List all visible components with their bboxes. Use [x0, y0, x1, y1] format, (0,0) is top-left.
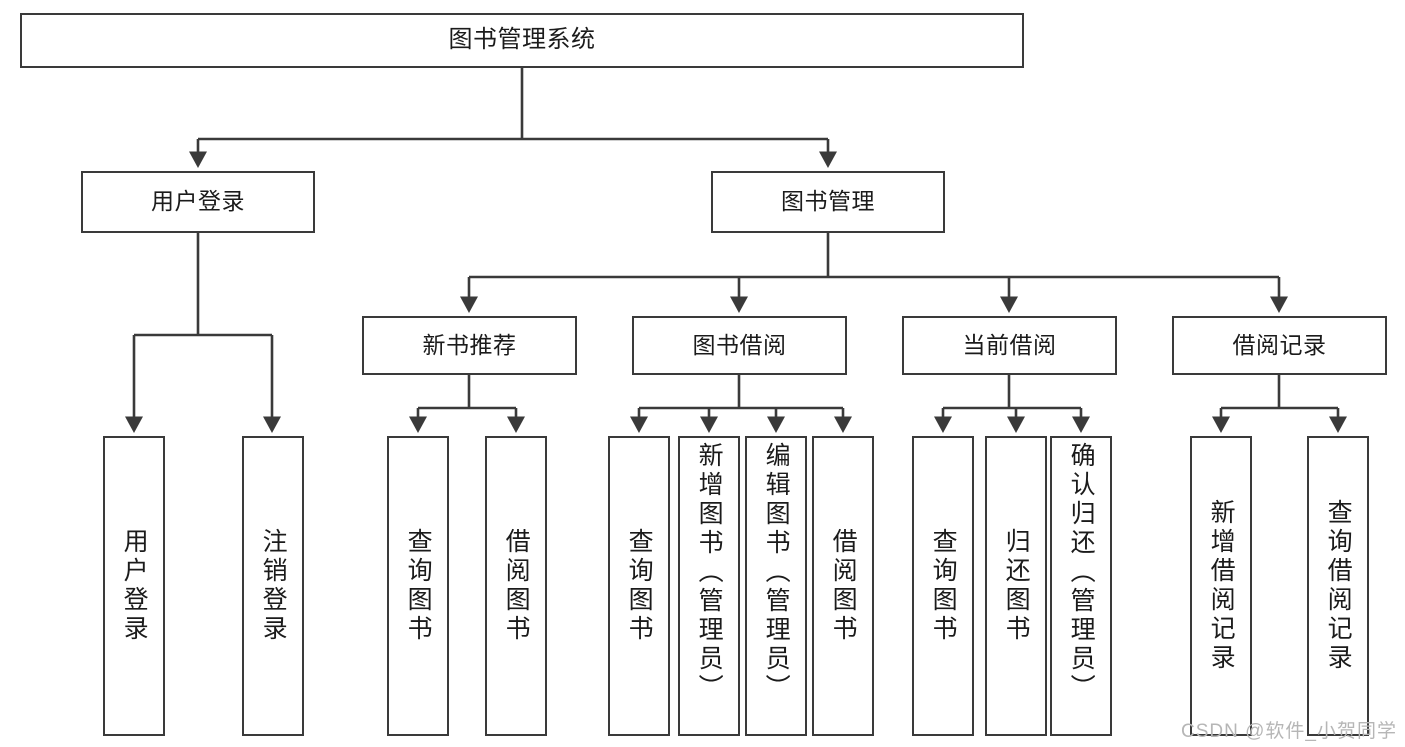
leaf-text-wrap: 用户登录	[105, 438, 163, 734]
leaf-text-wrap: 查询图书	[610, 438, 668, 734]
leaf-text-wrap: 查询借阅记录	[1309, 438, 1367, 734]
leaf-text-wrap: 新增图书（管理员）	[680, 438, 738, 734]
node-new-book-recommend-label: 新书推荐	[422, 331, 517, 358]
node-leaf-edit-book-admin-label: 编辑图书（管理员）	[762, 442, 791, 703]
leaf-text-wrap: 查询图书	[389, 438, 447, 734]
node-user-login-label: 用户登录	[151, 188, 245, 215]
leaf-text-wrap: 确认归还（管理员）	[1052, 438, 1110, 734]
node-root-label: 图书管理系统	[448, 26, 596, 54]
node-borrow-record-label: 借阅记录	[1232, 331, 1327, 358]
node-leaf-query-book-3[interactable]: 查询图书	[912, 436, 974, 736]
leaf-text-wrap: 查询图书	[914, 438, 972, 734]
node-leaf-query-borrow-record[interactable]: 查询借阅记录	[1307, 436, 1369, 736]
leaf-text-wrap: 借阅图书	[814, 438, 872, 734]
node-book-borrow-label: 图书借阅	[692, 331, 787, 358]
node-leaf-confirm-return-admin-label: 确认归还（管理员）	[1067, 442, 1096, 703]
node-leaf-edit-book-admin[interactable]: 编辑图书（管理员）	[745, 436, 807, 736]
leaf-text-wrap: 新增借阅记录	[1192, 438, 1250, 734]
node-leaf-return-book[interactable]: 归还图书	[985, 436, 1047, 736]
node-leaf-user-login[interactable]: 用户登录	[103, 436, 165, 736]
node-leaf-query-book-2[interactable]: 查询图书	[608, 436, 670, 736]
node-leaf-add-borrow-record-label: 新增借阅记录	[1207, 499, 1236, 673]
node-leaf-add-book-admin-label: 新增图书（管理员）	[695, 442, 724, 703]
leaf-text-wrap: 借阅图书	[487, 438, 545, 734]
node-leaf-logout-label: 注销登录	[259, 528, 288, 644]
node-leaf-query-borrow-record-label: 查询借阅记录	[1324, 499, 1353, 673]
node-leaf-borrow-book-2[interactable]: 借阅图书	[812, 436, 874, 736]
node-leaf-add-book-admin[interactable]: 新增图书（管理员）	[678, 436, 740, 736]
node-leaf-query-book-3-label: 查询图书	[929, 528, 958, 644]
node-leaf-query-book-2-label: 查询图书	[625, 528, 654, 644]
node-current-borrow[interactable]: 当前借阅	[902, 316, 1117, 375]
leaf-text-wrap: 归还图书	[987, 438, 1045, 734]
node-leaf-borrow-book-1[interactable]: 借阅图书	[485, 436, 547, 736]
node-leaf-return-book-label: 归还图书	[1002, 528, 1031, 644]
node-user-login[interactable]: 用户登录	[81, 171, 315, 233]
leaf-text-wrap: 编辑图书（管理员）	[747, 438, 805, 734]
node-leaf-borrow-book-1-label: 借阅图书	[502, 528, 531, 644]
node-new-book-recommend[interactable]: 新书推荐	[362, 316, 577, 375]
node-leaf-query-book-1[interactable]: 查询图书	[387, 436, 449, 736]
node-borrow-record[interactable]: 借阅记录	[1172, 316, 1387, 375]
node-leaf-borrow-book-2-label: 借阅图书	[829, 528, 858, 644]
node-root[interactable]: 图书管理系统	[20, 13, 1024, 68]
node-leaf-logout[interactable]: 注销登录	[242, 436, 304, 736]
node-leaf-add-borrow-record[interactable]: 新增借阅记录	[1190, 436, 1252, 736]
csdn-watermark: CSDN @软件_小贺同学	[1181, 721, 1397, 742]
node-leaf-confirm-return-admin[interactable]: 确认归还（管理员）	[1050, 436, 1112, 736]
node-book-manage[interactable]: 图书管理	[711, 171, 945, 233]
node-current-borrow-label: 当前借阅	[962, 331, 1057, 358]
node-book-manage-label: 图书管理	[781, 188, 875, 215]
node-leaf-user-login-label: 用户登录	[120, 528, 149, 644]
leaf-text-wrap: 注销登录	[244, 438, 302, 734]
node-book-borrow[interactable]: 图书借阅	[632, 316, 847, 375]
node-leaf-query-book-1-label: 查询图书	[404, 528, 433, 644]
